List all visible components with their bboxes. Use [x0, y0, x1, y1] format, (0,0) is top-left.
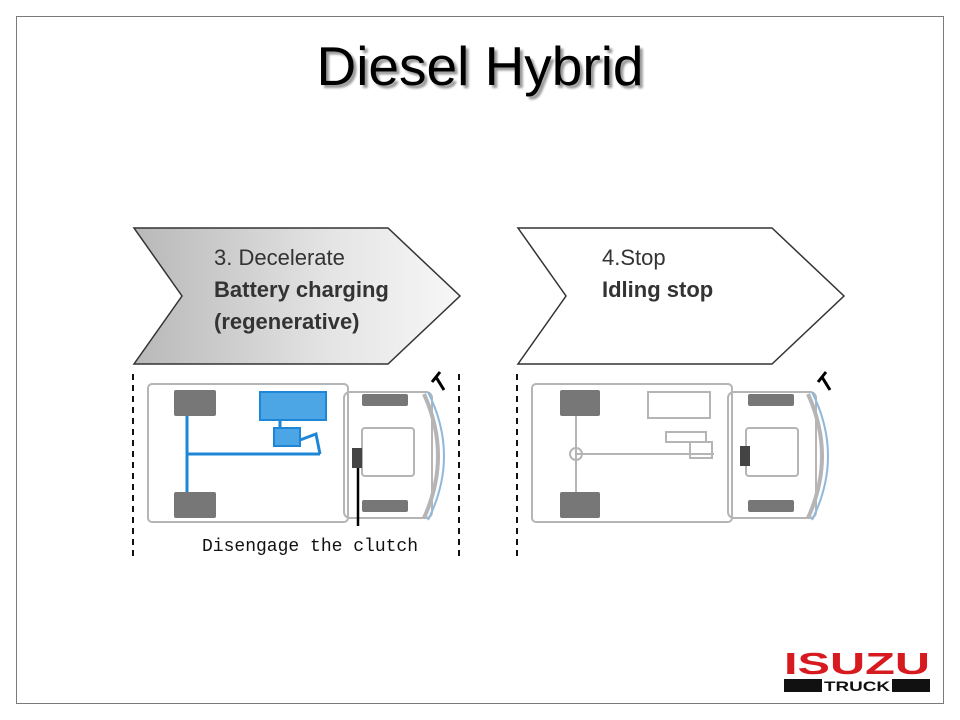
isuzu-truck-logo: ISUZU TRUCK: [784, 646, 930, 694]
stage3-annotation: Disengage the clutch: [202, 537, 418, 557]
stage3-line1: Battery charging: [214, 277, 389, 302]
stage3-chassis-diagram: [147, 383, 445, 523]
stage3-step: 3. Decelerate: [214, 245, 345, 270]
stage3-battery: [259, 391, 327, 421]
stage3-line2: (regenerative): [214, 309, 360, 334]
stage4-panel: 4.Stop Idling stop: [516, 227, 846, 558]
stage4-wheels: [560, 390, 794, 518]
stage3-wheels: [174, 390, 408, 518]
slide-title: Diesel Hybrid: [316, 35, 644, 97]
slide-frame: [16, 16, 944, 704]
stage3-chevron: [132, 227, 462, 365]
stage3-panel: 3. Decelerate Battery charging (regenera…: [132, 227, 462, 558]
logo-brand: ISUZU: [784, 646, 930, 681]
stage3-energy-flow: [185, 416, 322, 492]
stage4-chevron: [516, 227, 846, 365]
stage4-line1: Idling stop: [602, 277, 713, 302]
stage4-step: 4.Stop: [602, 245, 666, 270]
logo-sub: TRUCK: [824, 678, 890, 694]
stage3-motor: [273, 427, 301, 447]
